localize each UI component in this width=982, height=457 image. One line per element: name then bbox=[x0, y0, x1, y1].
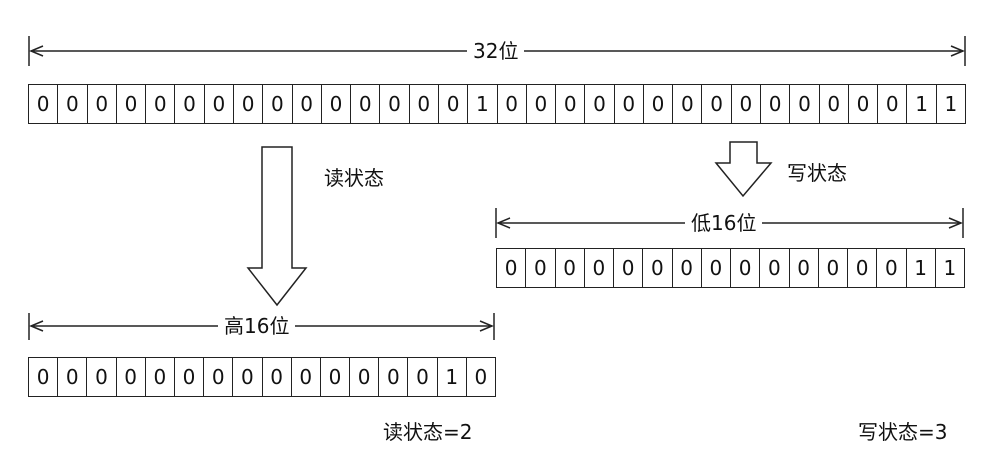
span-label-low16: 低16位 bbox=[685, 211, 763, 235]
span-label-high16: 高16位 bbox=[218, 314, 296, 338]
low16-bit-cell: 1 bbox=[907, 249, 936, 287]
top-bit-cell: 0 bbox=[351, 85, 381, 123]
top-bit-cell: 0 bbox=[88, 85, 117, 123]
low16-bit-cell: 0 bbox=[790, 249, 819, 287]
low16-bit-cell: 0 bbox=[673, 249, 702, 287]
top-bit-cell: 1 bbox=[944, 92, 958, 116]
top-bit-cell: 0 bbox=[439, 85, 469, 123]
top-bit-cell: 0 bbox=[732, 85, 762, 123]
top-bit-cell: 1 bbox=[468, 85, 498, 123]
low16-bit-cell: 0 bbox=[614, 249, 644, 287]
high16-bit-cell: 0 bbox=[263, 358, 292, 396]
read-down-arrow bbox=[246, 146, 308, 307]
write-result: 写状态=3 bbox=[858, 420, 948, 444]
high16-bit-cell: 0 bbox=[58, 358, 88, 396]
low16-bit-cell: 1 bbox=[943, 256, 957, 280]
low16-bit-cell: 0 bbox=[497, 249, 527, 287]
low16-bit-cell: 0 bbox=[585, 249, 614, 287]
top-bit-cell: 0 bbox=[293, 85, 322, 123]
write-down-arrow bbox=[714, 141, 773, 198]
top-bit-cell: 0 bbox=[585, 85, 615, 123]
low16-bit-cell: 0 bbox=[526, 249, 556, 287]
top-bit-cell: 0 bbox=[58, 85, 88, 123]
top-bit-cell: 0 bbox=[29, 85, 59, 123]
low16-bit-cell: 0 bbox=[877, 249, 907, 287]
write-arrow-label: 写状态 bbox=[787, 161, 847, 185]
top-bit-cell: 1 bbox=[907, 85, 937, 123]
top-bit-cell: 0 bbox=[205, 85, 234, 123]
low16-bit-cell: 0 bbox=[702, 249, 731, 287]
high16-bit-cell: 0 bbox=[117, 358, 146, 396]
high16-bit-cell: 0 bbox=[29, 358, 59, 396]
top-bit-cell: 0 bbox=[644, 85, 674, 123]
high16-bit-cell: 0 bbox=[175, 358, 205, 396]
top-bit-cell: 0 bbox=[702, 85, 732, 123]
top-bit-cell: 0 bbox=[234, 85, 264, 123]
top-bit-cell: 0 bbox=[673, 85, 703, 123]
high16-bit-cell: 1 bbox=[438, 358, 467, 396]
low16-bit-cell: 0 bbox=[643, 249, 673, 287]
high16-bit-cell: 0 bbox=[204, 358, 234, 396]
high16-bit-cell: 0 bbox=[408, 358, 438, 396]
high16-bit-cell: 0 bbox=[292, 358, 321, 396]
top-bit-cell: 0 bbox=[849, 85, 879, 123]
low16-bit-cell: 0 bbox=[760, 249, 790, 287]
top-bit-cell: 0 bbox=[380, 85, 410, 123]
high16-bit-cell: 0 bbox=[321, 358, 351, 396]
span-label-32: 32位 bbox=[467, 39, 525, 63]
high16-bit-cell: 0 bbox=[350, 358, 380, 396]
read-result: 读状态=2 bbox=[383, 420, 473, 444]
top-bit-cell: 0 bbox=[556, 85, 586, 123]
top-bit-cell: 0 bbox=[615, 85, 644, 123]
top-bit-cell: 0 bbox=[146, 85, 176, 123]
high16-bit-cell: 0 bbox=[87, 358, 117, 396]
low16-bit-cell: 0 bbox=[731, 249, 761, 287]
top-bit-cell: 0 bbox=[527, 85, 557, 123]
high16-bit-cell: 0 bbox=[379, 358, 409, 396]
top-bit-cell: 0 bbox=[820, 85, 849, 123]
top-bit-cell: 0 bbox=[790, 85, 820, 123]
low16-bit-cell: 0 bbox=[848, 249, 878, 287]
top-bit-cell: 0 bbox=[322, 85, 352, 123]
top-bit-cell: 0 bbox=[263, 85, 293, 123]
read-arrow-label: 读状态 bbox=[324, 166, 384, 190]
low16-bit-cell: 0 bbox=[819, 249, 848, 287]
high16-bit-cell: 0 bbox=[233, 358, 263, 396]
top-bit-cell: 0 bbox=[878, 85, 908, 123]
top-bit-cell: 0 bbox=[410, 85, 439, 123]
low16-bit-cell: 0 bbox=[556, 249, 585, 287]
top-bit-cell: 0 bbox=[761, 85, 791, 123]
top-bit-cell: 0 bbox=[498, 85, 527, 123]
top-bit-cell: 0 bbox=[175, 85, 205, 123]
top-bit-cell: 0 bbox=[117, 85, 147, 123]
high16-bit-cell: 0 bbox=[146, 358, 175, 396]
high16-bit-cell: 0 bbox=[474, 365, 488, 389]
